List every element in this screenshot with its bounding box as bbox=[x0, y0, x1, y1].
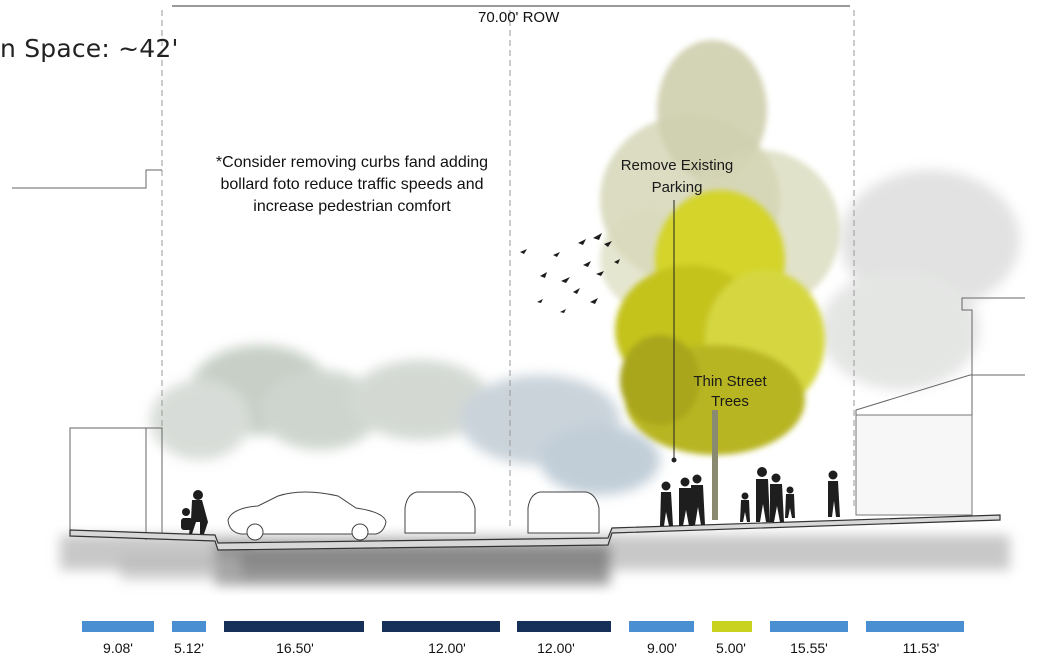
trees-line: Trees bbox=[711, 393, 749, 410]
remove-parking-label: Remove Existing Parking bbox=[592, 155, 762, 199]
segment-bar bbox=[712, 621, 752, 632]
street-profile bbox=[69, 514, 1001, 551]
segment-bar bbox=[629, 621, 694, 632]
segment-bar bbox=[82, 621, 154, 632]
cars bbox=[227, 491, 600, 541]
row-dimension-label: 70.00' ROW bbox=[478, 9, 560, 26]
segment-bar bbox=[517, 621, 611, 632]
right-building bbox=[855, 297, 1025, 516]
left-building bbox=[12, 169, 163, 540]
ground-soil bbox=[60, 535, 1010, 585]
yellow-street-tree bbox=[615, 190, 825, 455]
trees-line: Thin Street bbox=[693, 373, 767, 390]
segment-label: 5.00' bbox=[716, 640, 746, 656]
segment-label: 5.12' bbox=[174, 640, 204, 656]
note-line: bollard foto reduce traffic speeds and bbox=[220, 176, 484, 193]
segment-bar bbox=[224, 621, 364, 632]
segment-label: 16.50' bbox=[276, 640, 314, 656]
family-group bbox=[740, 467, 795, 522]
thin-trees-label: Thin Street Trees bbox=[668, 372, 792, 412]
segment-label: 12.00' bbox=[428, 640, 466, 656]
birds bbox=[520, 233, 620, 313]
segment-label: 12.00' bbox=[537, 640, 575, 656]
walking-group-1 bbox=[660, 474, 705, 526]
car-suv-2 bbox=[527, 491, 600, 534]
note-line: increase pedestrian comfort bbox=[253, 198, 451, 215]
parking-line: Parking bbox=[651, 179, 703, 196]
parking-line: Remove Existing bbox=[620, 157, 734, 174]
note-line: *Consider removing curbs fand adding bbox=[215, 154, 489, 171]
tree-trunk bbox=[712, 410, 718, 520]
person-with-stroller bbox=[181, 490, 208, 534]
segment-bar bbox=[866, 621, 964, 632]
car-sedan bbox=[227, 491, 387, 535]
lone-pedestrian bbox=[828, 470, 840, 517]
segment-bar bbox=[382, 621, 500, 632]
curb-removal-note: *Consider removing curbs fand adding bol… bbox=[172, 152, 532, 218]
pedestrians bbox=[181, 467, 840, 534]
segment-label: 15.55' bbox=[790, 640, 828, 656]
segment-bar bbox=[770, 621, 848, 632]
car-suv-1 bbox=[404, 491, 476, 534]
open-space-label: n Space: ~42' bbox=[0, 34, 179, 63]
segment-label: 9.00' bbox=[647, 640, 677, 656]
segment-label: 9.08' bbox=[103, 640, 133, 656]
segment-label: 11.53' bbox=[902, 640, 940, 656]
segment-bar bbox=[172, 621, 206, 632]
background-trees bbox=[150, 170, 1020, 495]
